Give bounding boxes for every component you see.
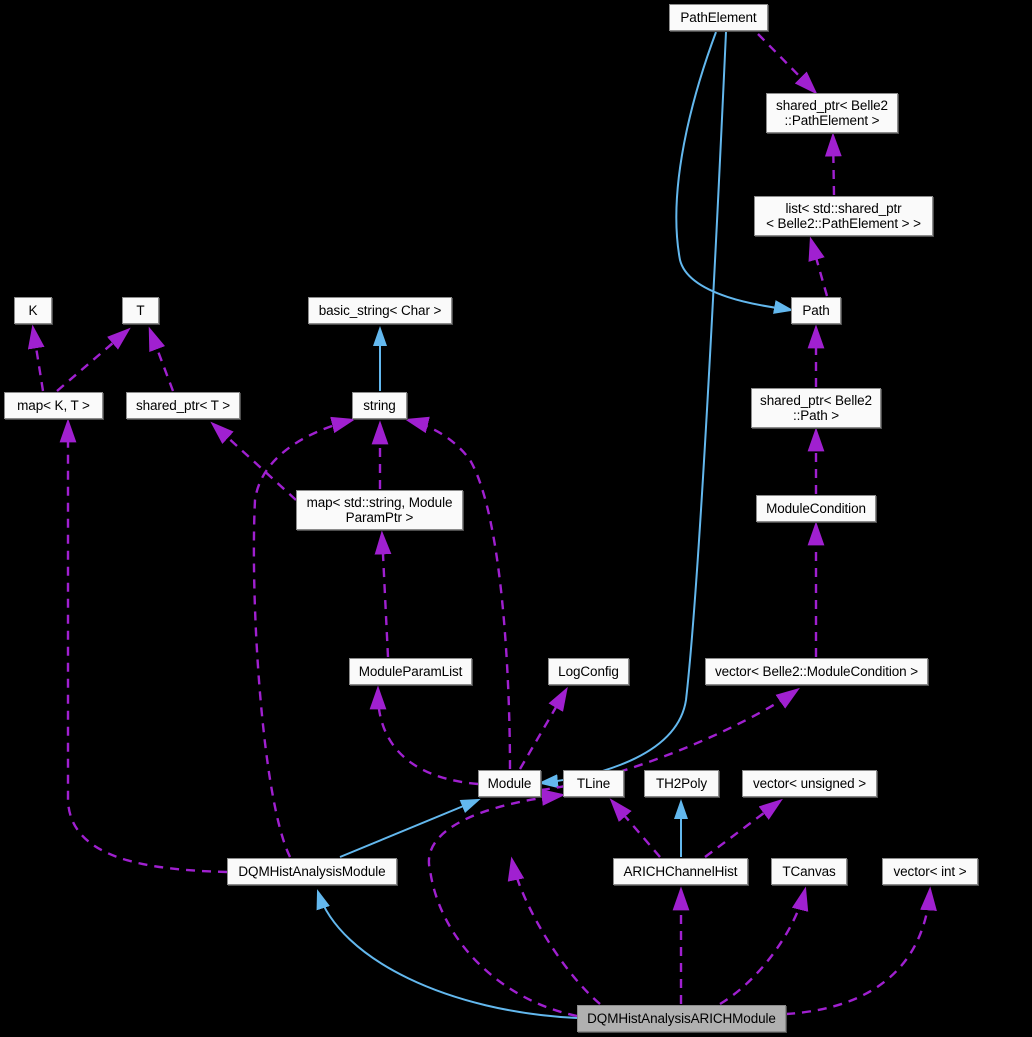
edge-usage [824, 132, 842, 196]
edge-inheritance [675, 31, 794, 314]
class-node-ModuleCondition[interactable]: ModuleCondition [756, 495, 876, 522]
class-node-listSharedPtrPathElement[interactable]: list< std::shared_ptr < Belle2::PathElem… [754, 196, 933, 236]
class-node-LogConfig[interactable]: LogConfig [548, 658, 629, 685]
class-node-ARICHChannelHist[interactable]: ARICHChannelHist [613, 858, 748, 885]
class-node-label: basic_string< Char > [318, 303, 442, 318]
edge-usage [719, 886, 809, 1006]
class-node-TCanvas[interactable]: TCanvas [771, 858, 847, 885]
class-node-T[interactable]: T [122, 297, 159, 324]
class-node-mapStringModuleParamPtr[interactable]: map< std::string, Module ParamPtr > [296, 490, 463, 530]
class-node-K[interactable]: K [14, 297, 52, 324]
class-node-label: ModuleParamList [358, 664, 463, 679]
class-node-label: DQMHistAnalysisARICHModule [587, 1011, 776, 1026]
class-node-label: vector< Belle2::ModuleCondition > [714, 664, 919, 679]
class-node-label: map< std::string, Module ParamPtr > [306, 495, 453, 525]
edge-usage [27, 324, 45, 392]
class-node-label: LogConfig [558, 664, 619, 679]
edge-usage [374, 530, 392, 658]
edge-usage [427, 789, 578, 1018]
class-node-vectorModuleCondition[interactable]: vector< Belle2::ModuleCondition > [705, 658, 928, 685]
class-node-DQMHistAnalysisModule[interactable]: DQMHistAnalysisModule [227, 858, 397, 885]
edge-inheritance [316, 889, 578, 1019]
class-node-TLine[interactable]: TLine [563, 770, 624, 797]
edge-usage [252, 416, 356, 858]
class-node-vectorInt[interactable]: vector< int > [882, 858, 978, 885]
edge-inheritance [339, 798, 481, 858]
class-node-label: T [136, 303, 145, 318]
class-node-Module[interactable]: Module [478, 770, 541, 797]
class-node-label: Module [487, 776, 532, 791]
class-node-label: ARICHChannelHist [623, 864, 738, 879]
edge-usage [704, 798, 783, 858]
edge-usage [785, 886, 937, 1016]
class-node-TH2Poly[interactable]: TH2Poly [644, 770, 719, 797]
class-node-ModuleParamList[interactable]: ModuleParamList [349, 658, 472, 685]
class-node-label: DQMHistAnalysisModule [238, 864, 386, 879]
class-node-label: shared_ptr< T > [135, 398, 231, 413]
class-node-label: vector< unsigned > [752, 776, 867, 791]
edge-usage [148, 326, 175, 392]
class-node-mapKT[interactable]: map< K, T > [4, 392, 103, 419]
class-node-label: string [363, 398, 396, 413]
edge-usage [56, 327, 131, 392]
class-node-label: TLine [576, 776, 611, 791]
edge-usage [507, 856, 601, 1005]
class-node-label: ModuleCondition [766, 501, 866, 516]
class-node-sharedPtrPathElement[interactable]: shared_ptr< Belle2 ::PathElement > [766, 93, 898, 133]
class-node-label: PathElement [680, 10, 757, 25]
edge-usage [518, 686, 568, 770]
class-node-label: TH2Poly [655, 776, 708, 791]
class-node-Path[interactable]: Path [791, 297, 841, 324]
class-node-label: shared_ptr< Belle2 ::Path > [760, 393, 872, 423]
edge-usage [404, 416, 512, 770]
class-node-label: shared_ptr< Belle2 ::PathElement > [776, 98, 888, 128]
class-node-sharedPtrT[interactable]: shared_ptr< T > [126, 392, 240, 419]
class-node-label: Path [802, 303, 830, 318]
class-node-label: K [28, 303, 38, 318]
class-node-sharedPtrPath[interactable]: shared_ptr< Belle2 ::Path > [751, 388, 881, 428]
edge-usage [59, 418, 228, 874]
edge-inheritance [538, 31, 727, 789]
edges-group [27, 31, 937, 1019]
class-node-vectorUnsigned[interactable]: vector< unsigned > [742, 770, 877, 797]
class-node-PathElement[interactable]: PathElement [669, 4, 768, 31]
class-node-label: vector< int > [893, 864, 967, 879]
class-node-label: TCanvas [782, 864, 836, 879]
edge-usage [210, 421, 297, 501]
edge-usage [369, 685, 479, 786]
class-node-basicStringChar[interactable]: basic_string< Char > [308, 297, 452, 324]
edge-usage [757, 33, 818, 95]
class-node-label: map< K, T > [17, 398, 90, 413]
class-node-string[interactable]: string [352, 392, 407, 419]
edge-usage [609, 798, 661, 858]
class-node-DQMHistAnalysisARICHModule[interactable]: DQMHistAnalysisARICHModule [577, 1005, 786, 1032]
class-node-label: list< std::shared_ptr < Belle2::PathElem… [766, 201, 921, 231]
edge-usage [808, 236, 829, 297]
